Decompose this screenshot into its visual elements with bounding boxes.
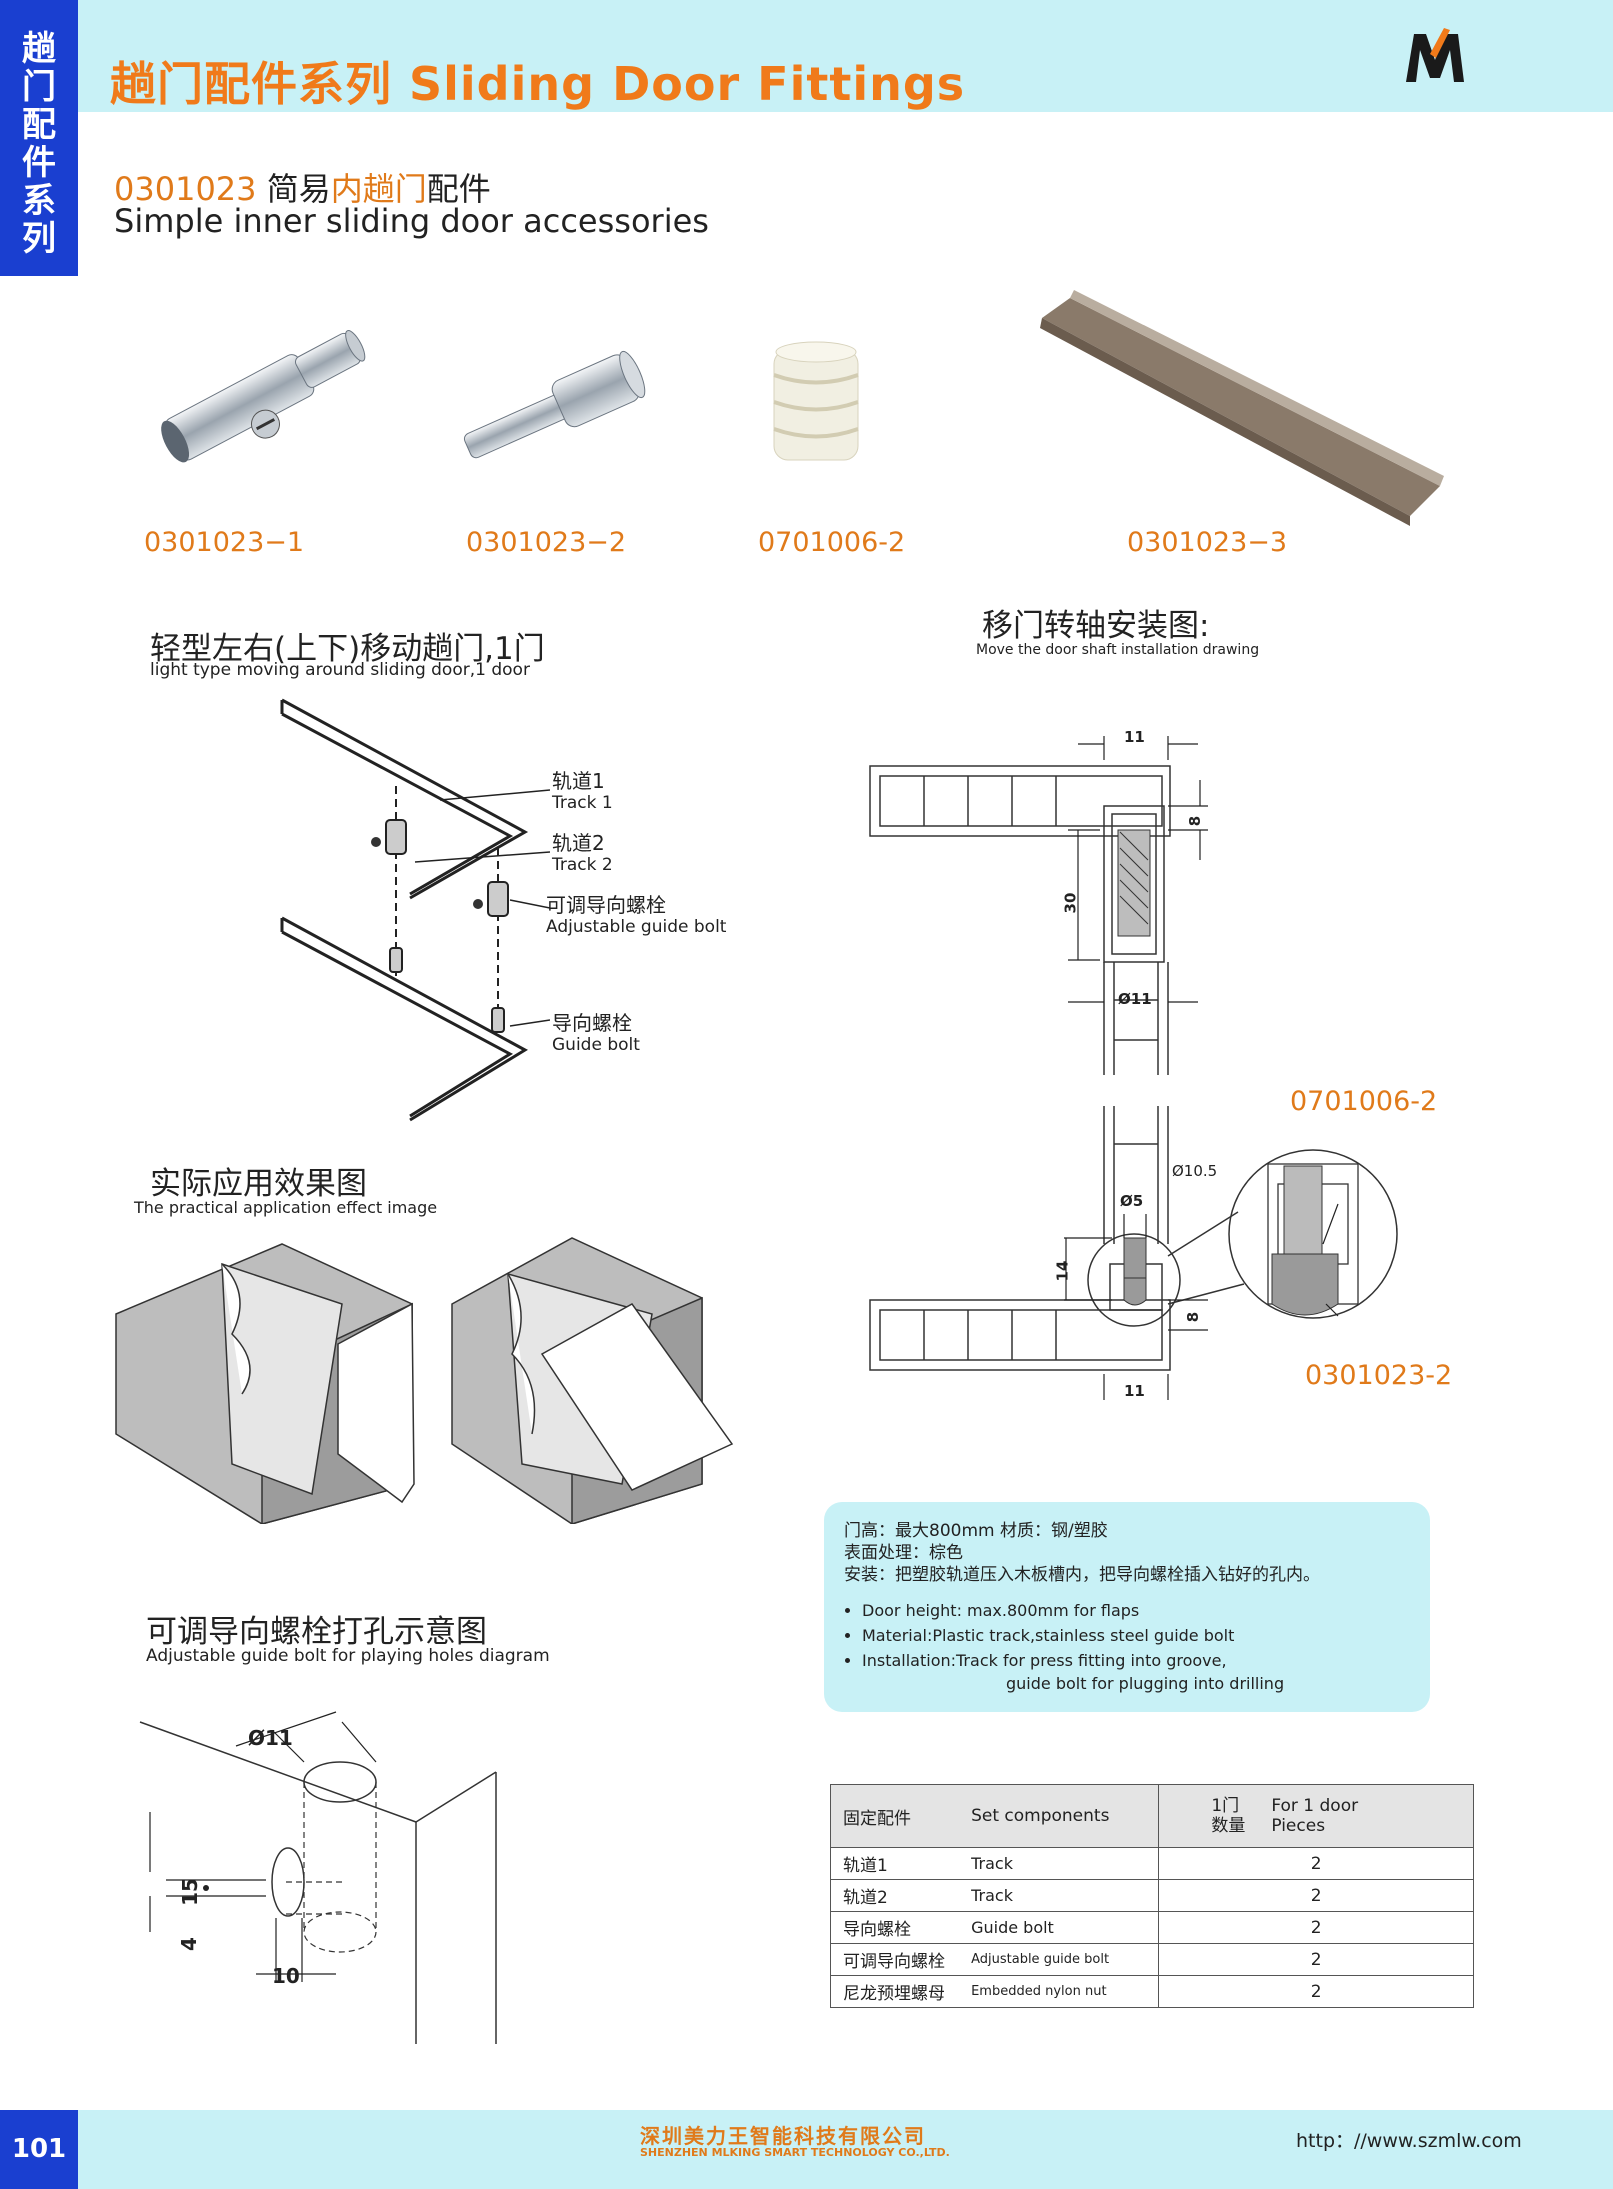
hole-dim-15: 15 <box>177 1878 202 1906</box>
hole-dim-phi11: Ø11 <box>248 1726 293 1750</box>
row-qty: 2 <box>1158 1847 1474 1880</box>
table-row: 可调导向螺栓 Adjustable guide bolt 2 <box>830 1943 1474 1976</box>
row-cn: 导向螺栓 <box>830 1911 960 1944</box>
dim-bottom-11: 11 <box>1124 1382 1145 1400</box>
hole-dim-4: 4 <box>176 1937 201 1951</box>
spec-en-continuation: guide bolt for plugging into drilling <box>1006 1674 1285 1693</box>
qty-header-en: Pieces <box>1271 1816 1326 1836</box>
part-label: 0301023−2 <box>466 527 627 558</box>
row-qty: 2 <box>1158 1975 1474 2008</box>
guide-bolt-image <box>463 350 646 459</box>
side-tab-char: 件 <box>22 143 56 183</box>
shaft-install-drawing-top <box>869 736 1208 1075</box>
track-layout-diagram <box>280 698 550 1122</box>
table-row: 轨道1 Track 2 <box>830 1847 1474 1880</box>
section-subtitle-layout: light type moving around sliding door,1 … <box>150 660 530 680</box>
header-band <box>0 0 1613 112</box>
part-label: 0701006-2 <box>758 527 906 558</box>
table-row: 轨道2 Track 2 <box>830 1879 1474 1912</box>
dim-bottom-8: 8 <box>1184 1311 1203 1323</box>
table-header-en: Set components <box>959 1784 1160 1848</box>
side-tab-char: 系 <box>22 181 56 221</box>
hole-dim-10: 10 <box>272 1964 300 1988</box>
row-cn: 轨道2 <box>830 1879 960 1912</box>
company-name-en: SHENZHEN MLKING SMART TECHNOLOGY CO.,LTD… <box>640 2146 950 2159</box>
section-title-holes: 可调导向螺栓打孔示意图 <box>146 1614 487 1650</box>
side-tab-char: 门 <box>22 67 56 107</box>
row-qty: 2 <box>1158 1879 1474 1912</box>
spec-en-list: Door height: max.800mm for flaps Materia… <box>844 1598 1410 1673</box>
table-header-cn: 固定配件 <box>830 1784 960 1848</box>
table-row: 尼龙预埋螺母 Embedded nylon nut 2 <box>830 1975 1474 2008</box>
product-name-cn: 配件 <box>426 170 491 208</box>
section-subtitle-holes: Adjustable guide bolt for playing holes … <box>146 1646 550 1666</box>
section-subtitle-install: Move the door shaft installation drawing <box>976 642 1260 658</box>
dim-phi11: Ø11 <box>1118 990 1152 1008</box>
row-en: Track <box>959 1879 1160 1912</box>
guide-bolt-hole-diagram <box>139 1711 497 2044</box>
section-title-install: 移门转轴安装图: <box>982 608 1210 644</box>
brand-logo-icon <box>1406 28 1464 82</box>
product-name-en: Simple inner sliding door accessories <box>114 202 709 240</box>
application-effect-images <box>115 1237 734 1524</box>
part-label: 0301023−3 <box>1127 527 1288 558</box>
dim-top-11: 11 <box>1124 728 1145 746</box>
page-title: 趟门配件系列 Sliding Door Fittings <box>110 57 966 111</box>
section-title-effect: 实际应用效果图 <box>150 1166 367 1202</box>
table-row: 导向螺栓 Guide bolt 2 <box>830 1911 1474 1944</box>
product-name-cn: 简易 <box>266 170 331 208</box>
row-cn: 轨道1 <box>830 1847 960 1880</box>
dim-14: 14 <box>1053 1260 1072 1282</box>
footer-band <box>0 2110 1613 2189</box>
detail-label-nut: 0701006-2 <box>1290 1086 1438 1117</box>
dim-phi10-5: Ø10.5 <box>1172 1162 1218 1180</box>
row-en: Guide bolt <box>959 1911 1160 1944</box>
row-en: Embedded nylon nut <box>959 1975 1160 2008</box>
section-title-layout: 轻型左右(上下)移动趟门,1门 <box>150 631 545 667</box>
row-cn: 尼龙预埋螺母 <box>830 1975 960 2008</box>
row-qty: 2 <box>1158 1943 1474 1976</box>
side-tab-char: 列 <box>22 219 56 259</box>
spec-en-item: Door height: max.800mm for flaps <box>862 1598 1410 1623</box>
spec-box: 门高：最大800mm 材质：钢/塑胶 表面处理：棕色 安装：把塑胶轨道压入木板槽… <box>824 1502 1430 1712</box>
row-en: Adjustable guide bolt <box>959 1943 1160 1976</box>
side-category-tab: 趟 门 配 件 系 列 <box>0 0 78 276</box>
qty-header-cn: 数量 <box>1211 1816 1246 1836</box>
product-name-cn-highlight: 内趟门 <box>330 170 427 208</box>
spec-cn-line: 门高：最大800mm 材质：钢/塑胶 <box>844 1521 1108 1541</box>
side-tab-char: 趟 <box>22 29 56 69</box>
dim-top-8: 8 <box>1186 815 1205 827</box>
product-code-line: 0301023 简易内趟门配件 <box>114 164 491 210</box>
side-tab-char: 配 <box>22 105 56 145</box>
row-cn: 可调导向螺栓 <box>830 1943 960 1976</box>
guide-bolt-adjustable-image <box>161 330 366 463</box>
detail-label-bolt: 0301023-2 <box>1305 1360 1453 1391</box>
row-qty: 2 <box>1158 1911 1474 1944</box>
nylon-nut-image <box>773 341 859 461</box>
spec-cn-line: 表面处理：棕色 <box>844 1543 963 1563</box>
plastic-track-image <box>1040 290 1444 526</box>
section-subtitle-effect: The practical application effect image <box>134 1198 438 1217</box>
product-code: 0301023 <box>114 170 257 208</box>
shaft-install-drawing-bottom <box>869 1106 1398 1400</box>
spec-cn-line: 安装：把塑胶轨道压入木板槽内，把导向螺栓插入钻好的孔内。 <box>844 1565 1320 1585</box>
dim-30: 30 <box>1061 892 1080 914</box>
qty-header-cn: 1门 <box>1211 1796 1240 1816</box>
part-label: 0301023−1 <box>144 527 305 558</box>
qty-header-en: For 1 door <box>1271 1796 1359 1816</box>
website-url[interactable]: http：//www.szmlw.com <box>1296 2130 1522 2152</box>
spec-en-item: Installation:Track for press fitting int… <box>862 1648 1410 1673</box>
page-number: 101 <box>0 2110 78 2189</box>
company-name-cn: 深圳美力王智能科技有限公司 <box>640 2124 926 2148</box>
spec-en-item: Material:Plastic track,stainless steel g… <box>862 1623 1410 1648</box>
dim-phi5: Ø5 <box>1120 1192 1144 1210</box>
row-en: Track <box>959 1847 1160 1880</box>
